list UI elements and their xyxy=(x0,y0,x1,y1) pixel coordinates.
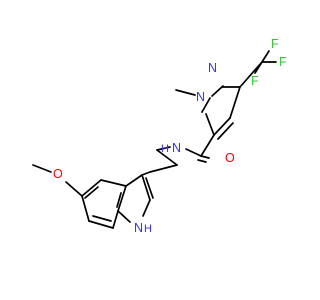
pyrazole-nitrogen-upper-label: N xyxy=(208,61,217,75)
fluorine-label-right: F xyxy=(279,55,287,69)
methoxy-oxygen-label: O xyxy=(53,167,63,181)
fluorine-label-top: F xyxy=(271,37,279,51)
pyrazole-nitrogen-methyl-label: N xyxy=(196,90,205,104)
carbonyl-oxygen-label: O xyxy=(225,151,235,165)
amide-hydrogen-label: H xyxy=(161,143,169,155)
amide-bonds xyxy=(156,134,215,163)
n-methyl-bond xyxy=(175,89,196,96)
amide-nitrogen-label: N xyxy=(172,141,181,155)
fluorine-label-lower: F xyxy=(251,74,259,88)
methoxy-bonds xyxy=(32,164,83,197)
pyrazole-ring-bonds xyxy=(201,61,263,140)
indole-nitrogen-label: N xyxy=(134,221,143,235)
molecule-canvas: F F F N N O N H O N H xyxy=(32,37,287,235)
indole-pyrrole-ring-bonds xyxy=(117,174,154,223)
molecule-structure-drawing: F F F N N O N H O N H xyxy=(32,37,287,235)
trifluoromethyl-bonds xyxy=(254,50,277,74)
ethyl-linker-bonds xyxy=(141,149,178,176)
indole-hydrogen-label: H xyxy=(144,223,152,235)
indole-benzene-ring-bonds xyxy=(81,179,127,229)
